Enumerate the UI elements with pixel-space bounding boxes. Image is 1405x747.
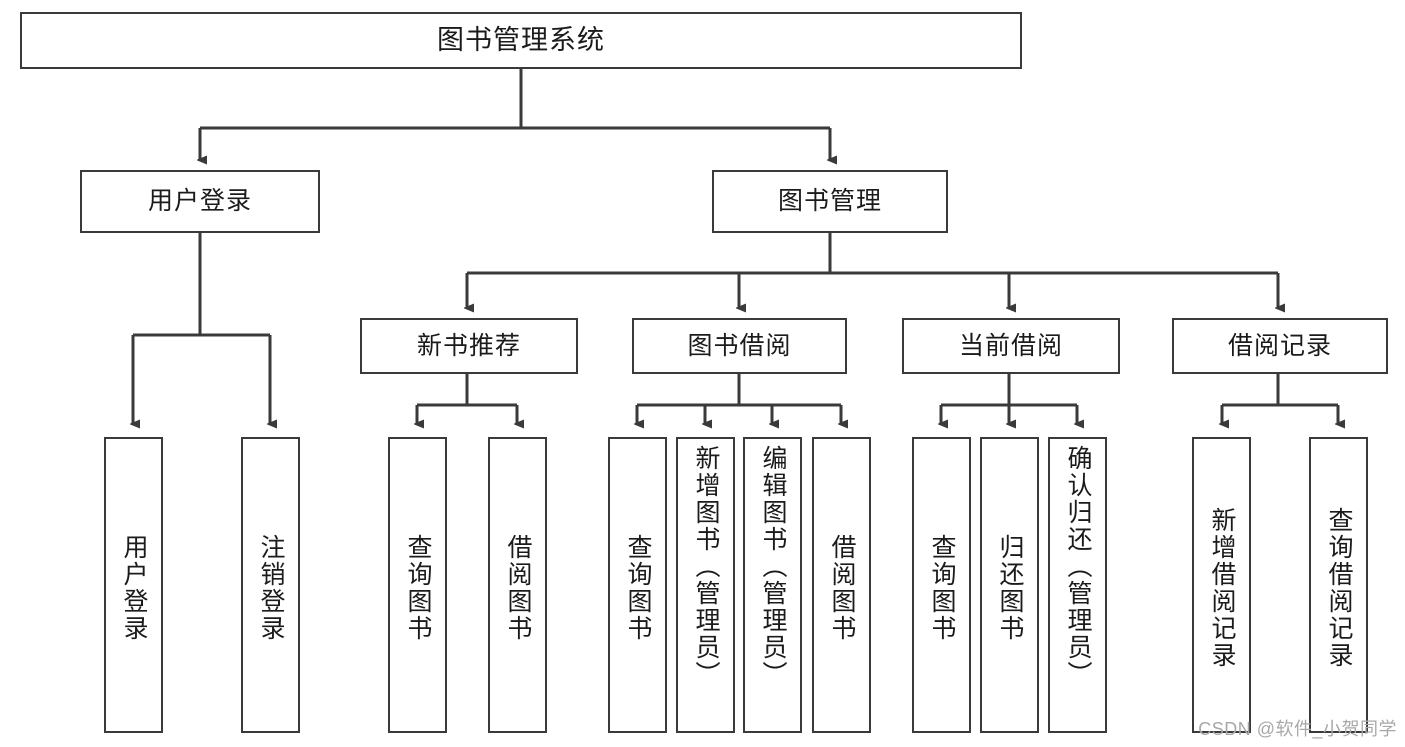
leaf-label: 查询图书	[928, 534, 956, 642]
node-book-borrow[interactable]: 图书借阅	[632, 318, 847, 374]
leaf-user-logout[interactable]: 注销登录	[241, 437, 300, 733]
node-label: 用户登录	[147, 187, 252, 215]
leaf-add-borrow-record[interactable]: 新增借阅记录	[1192, 437, 1251, 733]
leaf-label: 借阅图书	[828, 534, 856, 642]
leaf-query-book-2[interactable]: 查询图书	[608, 437, 667, 733]
leaf-label: 查询图书	[624, 534, 652, 642]
leaf-add-book[interactable]: 新增图书（管理员）	[676, 437, 735, 733]
leaf-confirm-return[interactable]: 确认归还（管理员）	[1048, 437, 1107, 733]
node-label: 借阅记录	[1227, 331, 1332, 360]
leaf-borrow-book-1[interactable]: 借阅图书	[488, 437, 547, 733]
leaf-label: 归还图书	[996, 534, 1024, 642]
leaf-label: 注销登录	[257, 534, 285, 642]
node-current-borrow[interactable]: 当前借阅	[902, 318, 1120, 374]
leaf-label: 新增图书（管理员）	[692, 445, 720, 688]
node-label: 新书推荐	[416, 331, 521, 360]
leaf-label: 用户登录	[120, 534, 148, 642]
leaf-label: 查询借阅记录	[1325, 507, 1353, 669]
leaf-query-book-3[interactable]: 查询图书	[912, 437, 971, 733]
leaf-query-borrow-record[interactable]: 查询借阅记录	[1309, 437, 1368, 733]
leaf-borrow-book-2[interactable]: 借阅图书	[812, 437, 871, 733]
leaf-edit-book[interactable]: 编辑图书（管理员）	[743, 437, 802, 733]
node-borrow-record[interactable]: 借阅记录	[1172, 318, 1388, 374]
node-new-book-recommend[interactable]: 新书推荐	[360, 318, 578, 374]
leaf-label: 借阅图书	[504, 534, 532, 642]
leaf-return-book[interactable]: 归还图书	[980, 437, 1039, 733]
node-root-book-management-system[interactable]: 图书管理系统	[20, 12, 1022, 69]
node-label: 图书管理	[777, 187, 882, 215]
leaf-label: 新增借阅记录	[1208, 507, 1236, 669]
leaf-user-login[interactable]: 用户登录	[104, 437, 163, 733]
leaf-label: 确认归还（管理员）	[1064, 445, 1092, 688]
node-label: 图书借阅	[687, 331, 792, 360]
watermark-text: CSDN @软件_小贺同学	[1198, 719, 1397, 739]
node-label: 当前借阅	[958, 331, 1063, 360]
leaf-label: 编辑图书（管理员）	[759, 445, 787, 688]
leaf-query-book-1[interactable]: 查询图书	[388, 437, 447, 733]
node-user-login[interactable]: 用户登录	[80, 170, 320, 233]
node-label: 图书管理系统	[437, 25, 605, 55]
node-book-manage[interactable]: 图书管理	[712, 170, 948, 233]
leaf-label: 查询图书	[404, 534, 432, 642]
